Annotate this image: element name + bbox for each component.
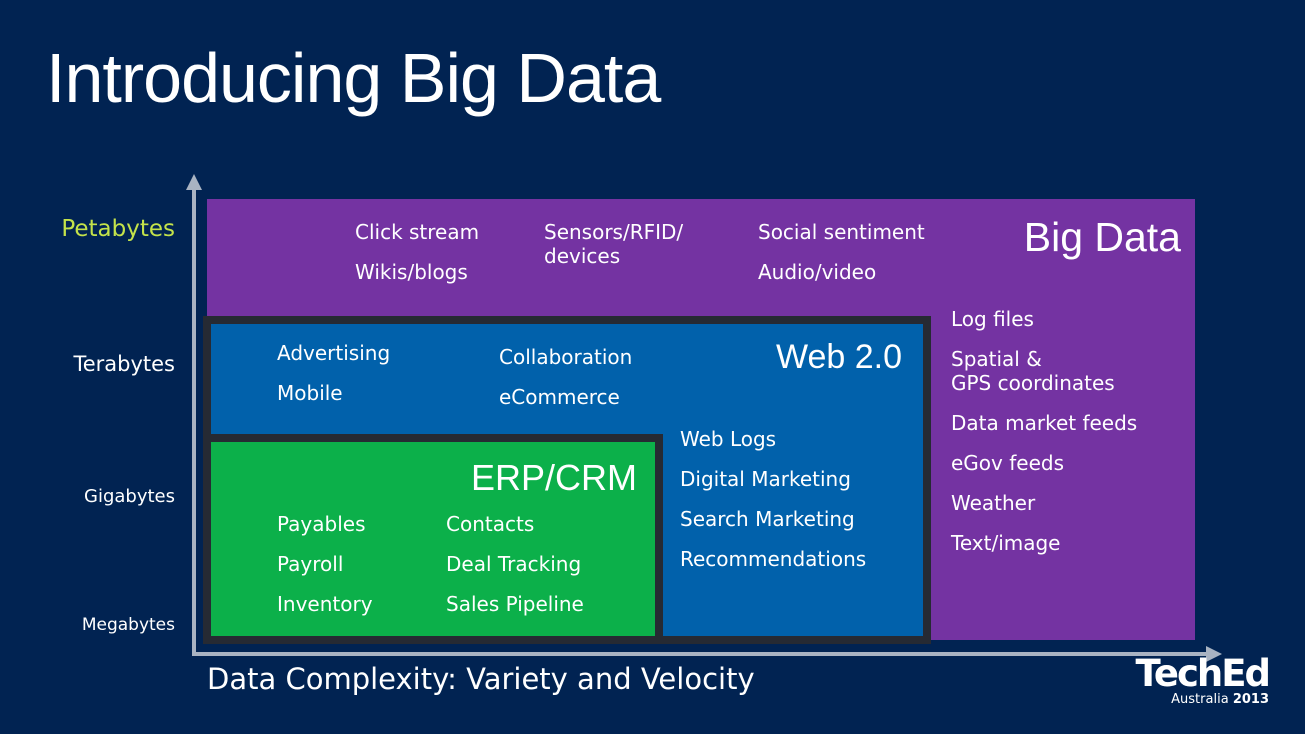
- erp-crm-item: Payables: [277, 512, 366, 536]
- erp-crm-heading: ERP/CRM: [470, 457, 637, 498]
- web20-item: Search Marketing: [680, 507, 855, 531]
- big-data-item: Weather: [951, 491, 1036, 515]
- big-data-item: Social sentiment: [758, 220, 925, 244]
- big-data-item: Sensors/RFID/: [544, 220, 684, 244]
- slide-title: Introducing Big Data: [46, 39, 661, 117]
- y-axis-arrow-icon: [186, 174, 202, 190]
- big-data-item: devices: [544, 244, 621, 268]
- web20-item: eCommerce: [499, 385, 620, 409]
- big-data-heading: Big Data: [1023, 214, 1181, 260]
- big-data-item: Click stream: [355, 220, 480, 244]
- big-data-item: Data market feeds: [951, 411, 1138, 435]
- big-data-item: Wikis/blogs: [355, 260, 468, 284]
- web20-item: Recommendations: [680, 547, 867, 571]
- big-data-item: GPS coordinates: [951, 371, 1115, 395]
- y-label-terabytes: Terabytes: [73, 352, 175, 376]
- logo-year: 2013: [1232, 692, 1269, 707]
- big-data-item: Text/image: [951, 531, 1061, 555]
- logo-name: TechEd: [1135, 652, 1271, 695]
- erp-crm-item: Payroll: [277, 552, 344, 576]
- web20-item: Advertising: [277, 341, 391, 365]
- teched-logo: TechEd Australia 2013: [1135, 652, 1271, 707]
- big-data-item: Log files: [951, 307, 1034, 331]
- y-label-gigabytes: Gigabytes: [84, 486, 175, 507]
- big-data-item: Spatial &: [951, 347, 1042, 371]
- erp-crm-item: Sales Pipeline: [446, 592, 584, 616]
- logo-location: Australia: [1171, 692, 1229, 707]
- erp-crm-item: Contacts: [446, 512, 535, 536]
- y-label-megabytes: Megabytes: [81, 615, 175, 635]
- web20-item: Mobile: [277, 381, 343, 405]
- x-axis-arrow-icon: [1206, 646, 1222, 662]
- erp-crm-item: Inventory: [277, 592, 373, 616]
- y-label-petabytes: Petabytes: [61, 216, 175, 242]
- big-data-item: eGov feeds: [951, 451, 1064, 475]
- web20-item: Digital Marketing: [680, 467, 851, 491]
- web20-item: Web Logs: [680, 427, 777, 451]
- erp-crm-box: [203, 434, 663, 644]
- logo-subline: Australia 2013: [1136, 693, 1269, 707]
- big-data-item: Audio/video: [758, 260, 877, 284]
- web20-item: Collaboration: [499, 345, 633, 369]
- x-axis-label: Data Complexity: Variety and Velocity: [207, 662, 755, 696]
- web20-heading: Web 2.0: [775, 338, 902, 376]
- erp-crm-item: Deal Tracking: [446, 552, 582, 576]
